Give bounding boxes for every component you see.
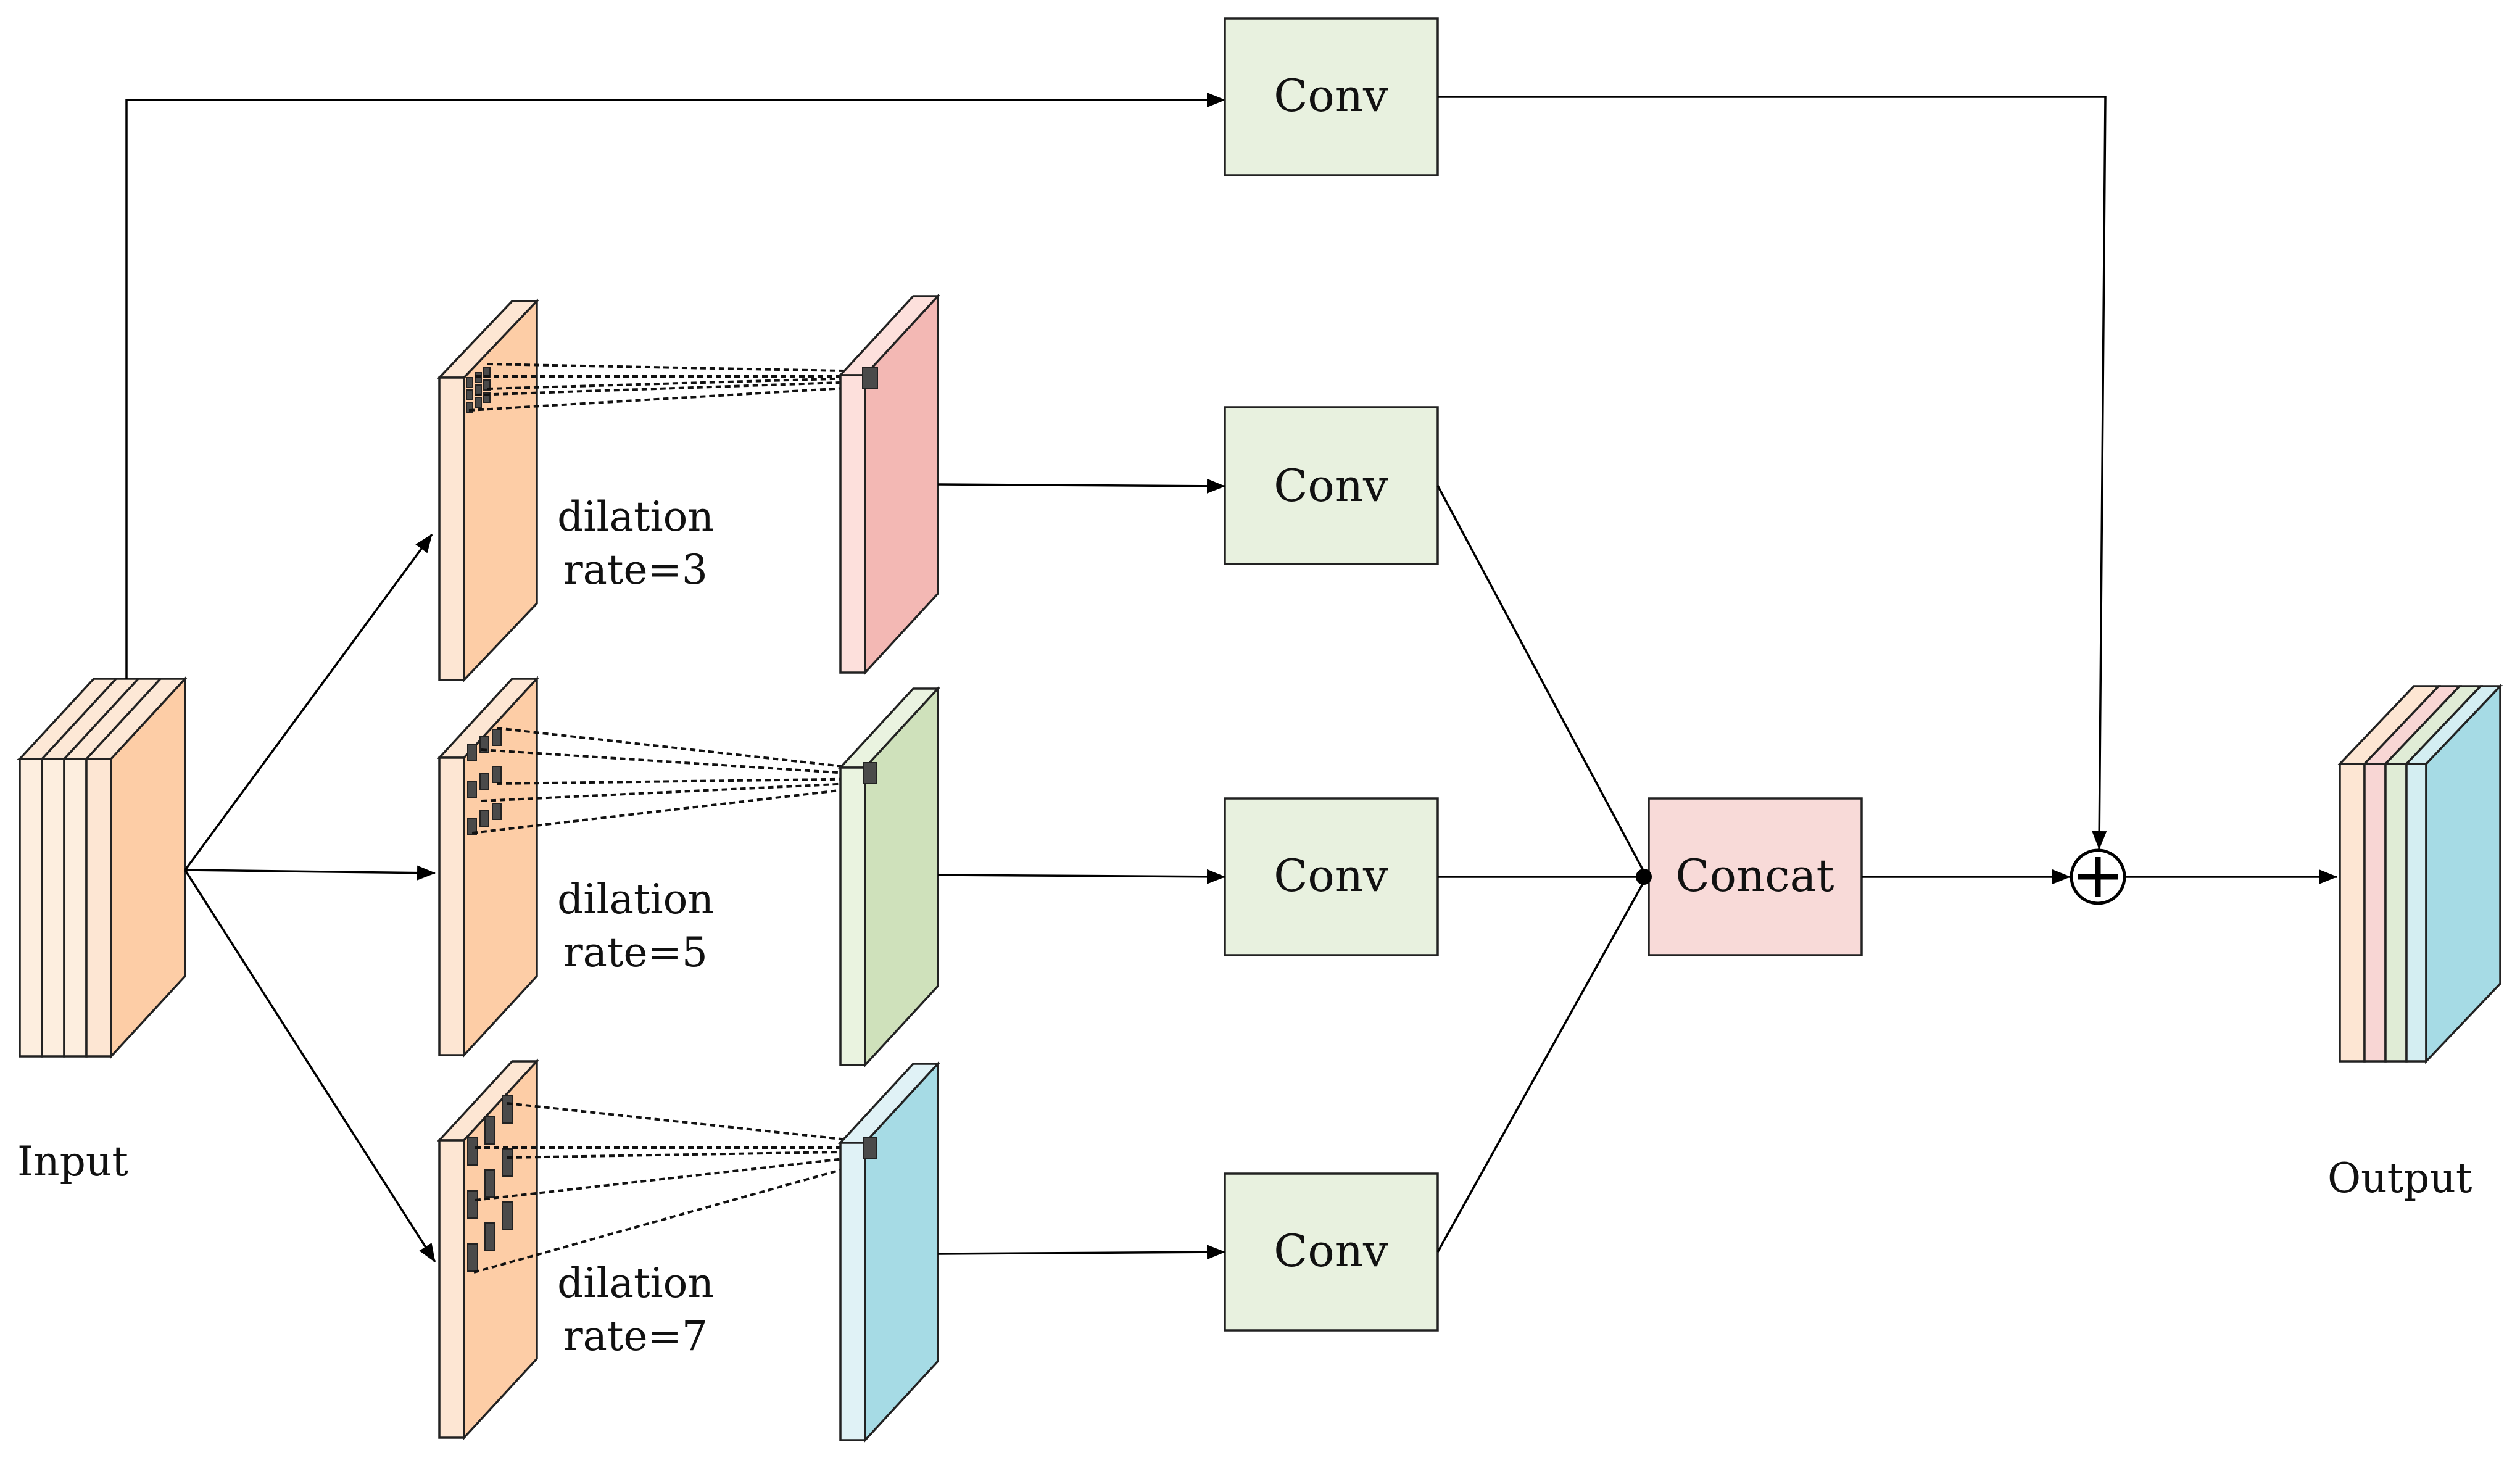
dilated-feature-map-3 — [437, 1058, 539, 1441]
conv-box-3: Conv — [1224, 1172, 1439, 1332]
dilated-projection-lines-3 — [473, 1102, 877, 1274]
dilation-kernel-cells-3 — [467, 1095, 513, 1272]
conv-3-label: Conv — [1274, 1225, 1388, 1277]
dilated-projection-lines-1 — [468, 363, 877, 412]
branch-3-label-line2: rate=7 — [563, 1312, 708, 1360]
conv-1-to-concat-line — [1436, 485, 1648, 877]
dilation-kernel-cells-2 — [467, 729, 502, 835]
branch-1-to-conv-arrow — [937, 478, 1225, 494]
conv-top-to-add-arrow — [1438, 96, 2107, 850]
conv-2-label: Conv — [1274, 850, 1388, 901]
dilated-feature-map-2 — [437, 676, 539, 1058]
concat-box: Concat — [1648, 797, 1863, 956]
input-to-branch-1-arrow — [184, 533, 433, 871]
elementwise-add-icon — [2070, 848, 2126, 905]
branch-output-map-3 — [838, 1061, 940, 1443]
conv-1-label: Conv — [1274, 460, 1388, 512]
skip-connection-arrow — [125, 93, 1225, 679]
branch-2-label-line2: rate=5 — [563, 929, 708, 976]
branch-2-to-conv-arrow — [937, 869, 1225, 884]
branch-2-label-line1: dilation — [557, 876, 714, 923]
branch-output-map-1 — [838, 293, 940, 676]
branch-3-label-line1: dilation — [557, 1259, 714, 1307]
conv-top-label: Conv — [1274, 70, 1388, 122]
branch-output-map-2 — [838, 686, 940, 1068]
input-feature-stack — [15, 676, 188, 1059]
conv-box-2: Conv — [1224, 797, 1439, 956]
input-label: Input — [17, 1138, 128, 1185]
input-to-branch-3-arrow — [184, 869, 436, 1262]
output-label: Output — [2327, 1154, 2472, 1202]
branch-1-label-line2: rate=3 — [563, 546, 708, 594]
conv-3-to-concat-line — [1436, 877, 1648, 1253]
conv-box-1: Conv — [1224, 406, 1439, 565]
branch-1-label-line1: dilation — [557, 493, 714, 541]
conv-top-box: Conv — [1224, 17, 1439, 176]
concat-junction-dot — [1636, 869, 1652, 885]
dilated-projection-lines-2 — [471, 727, 877, 834]
branch-3-to-conv-arrow — [937, 1245, 1225, 1260]
dilated-feature-map-1 — [436, 298, 540, 683]
input-to-branch-2-arrow — [184, 865, 436, 881]
output-feature-stack — [2337, 683, 2503, 1064]
concat-label: Concat — [1676, 850, 1834, 901]
